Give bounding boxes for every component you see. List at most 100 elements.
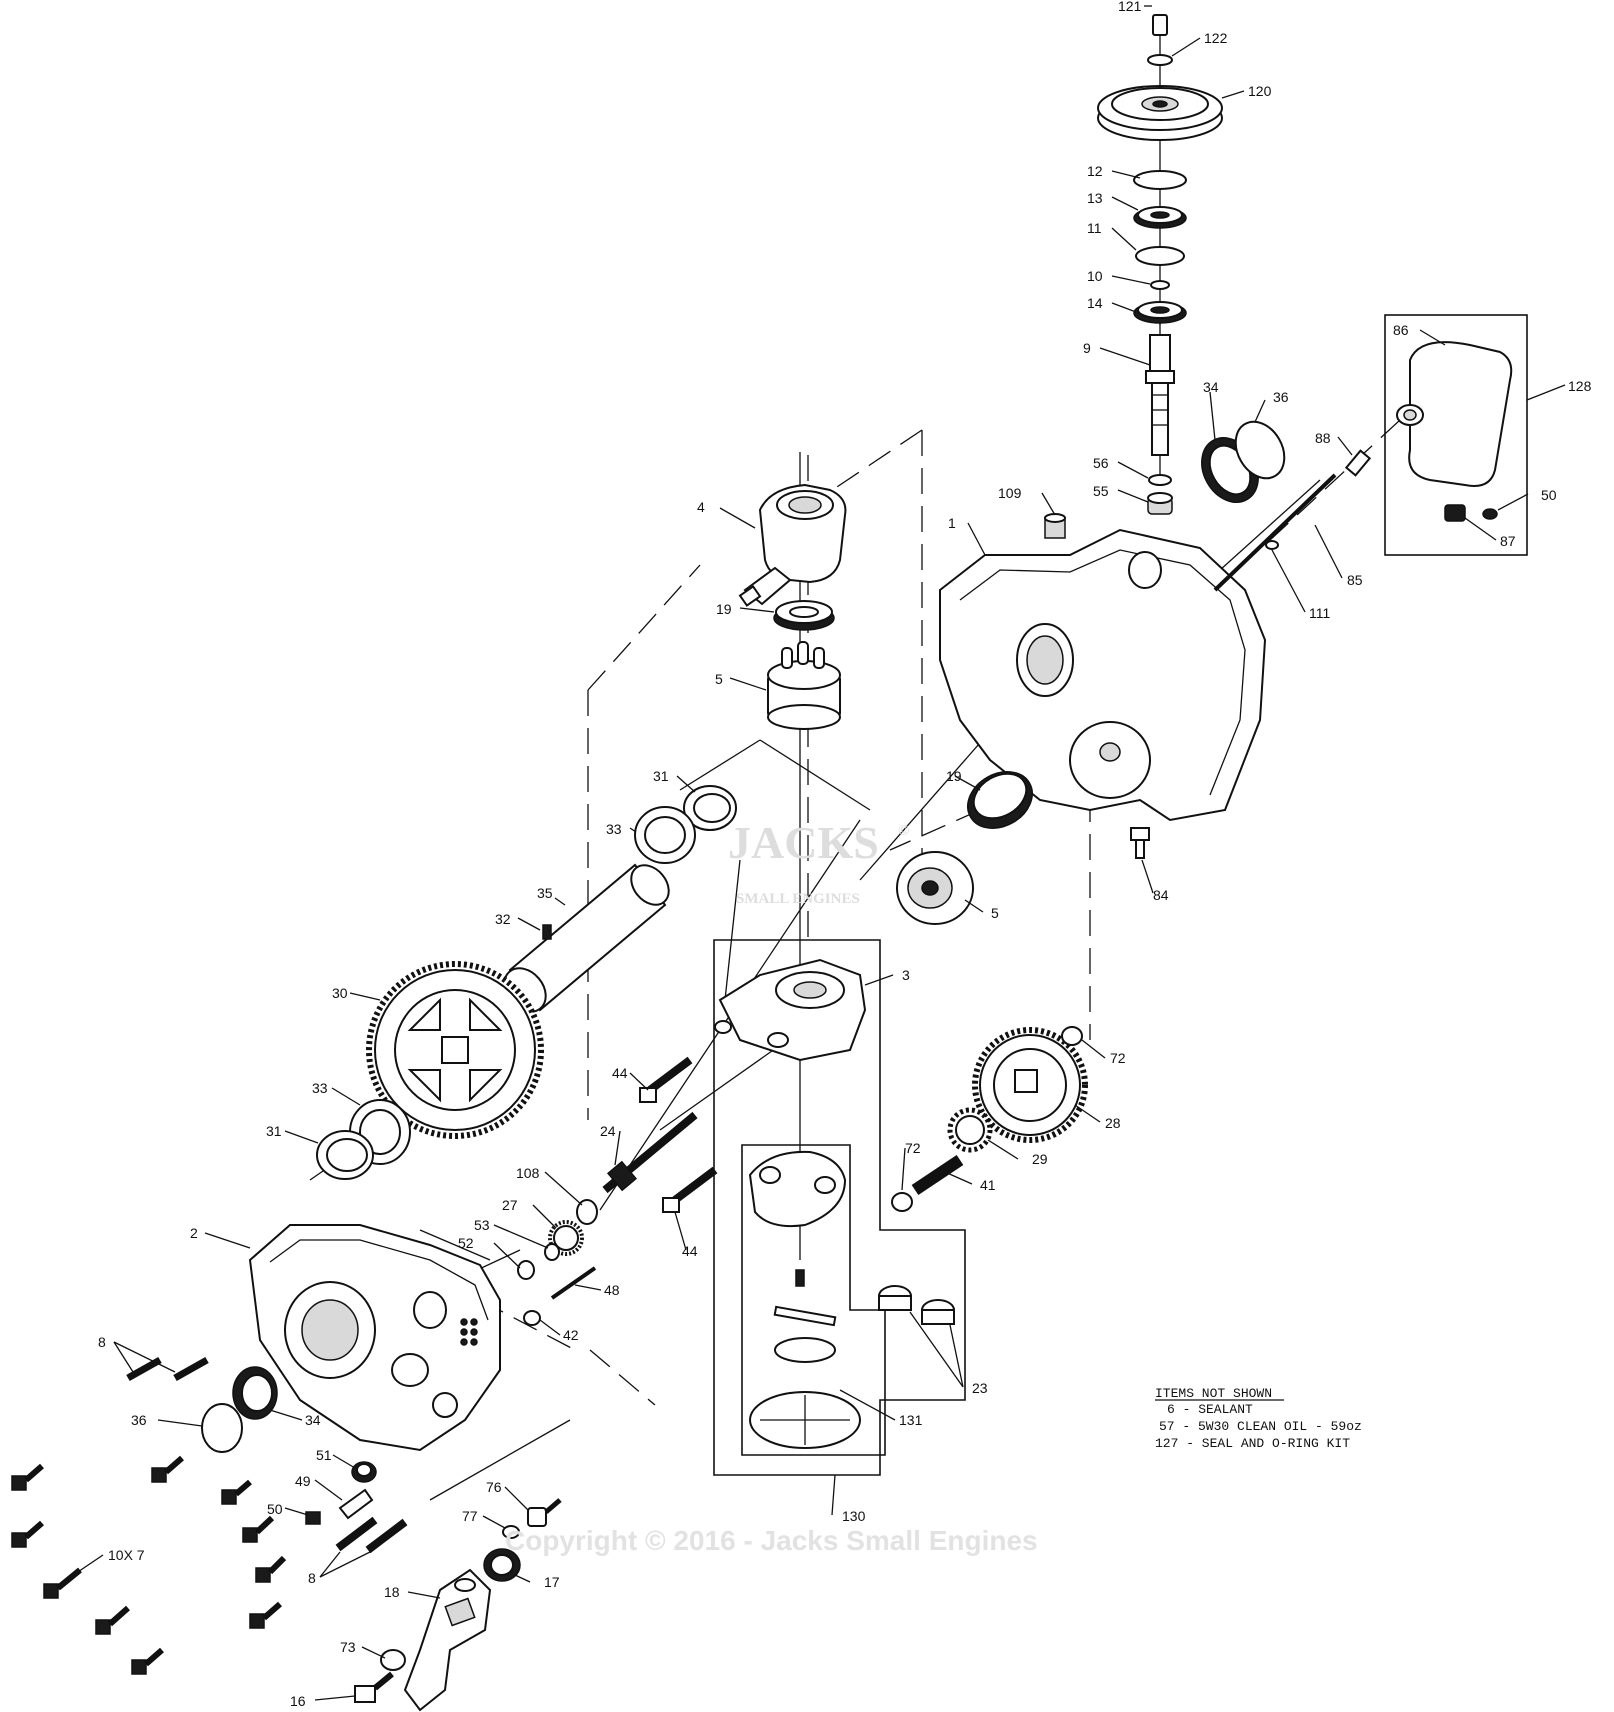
- callout-121: 121: [1118, 0, 1142, 14]
- washer-122: [1147, 54, 1173, 66]
- callout-5-top: 5: [715, 671, 723, 687]
- watermark-logo: JACKS: [728, 817, 879, 868]
- items-not-shown-note: ITEMS NOT SHOWN 6 - SEALANT 57 - 5W30 CL…: [1155, 1386, 1362, 1451]
- housing-1: [939, 528, 1267, 822]
- box-130: [713, 939, 966, 1476]
- callout-19-top: 19: [716, 601, 732, 617]
- bearing-19-lower: [967, 771, 1033, 829]
- spring: [795, 1269, 805, 1287]
- callout-32: 32: [495, 911, 511, 927]
- cylinder-block-5-top: [767, 641, 841, 730]
- callout-73: 73: [340, 1639, 356, 1655]
- callout-42: 42: [563, 1327, 579, 1343]
- callout-10x7: 10X 7: [108, 1547, 145, 1563]
- bolt-44-upper: [639, 1056, 693, 1103]
- seal-34-lower: [232, 1366, 278, 1420]
- gear-27: [548, 1220, 584, 1256]
- washer-108: [576, 1199, 598, 1225]
- washer-42: [523, 1310, 541, 1326]
- callout-77: 77: [462, 1508, 478, 1524]
- callout-72-top: 72: [1110, 1050, 1126, 1066]
- bolt-121: [1152, 14, 1168, 36]
- callout-111: 111: [1309, 605, 1330, 621]
- bearing-13: [1133, 206, 1187, 229]
- callout-44-lower: 44: [682, 1243, 698, 1259]
- slider: [773, 1305, 837, 1327]
- callout-56: 56: [1093, 455, 1109, 471]
- callout-41: 41: [980, 1177, 996, 1193]
- studs-8-left: [126, 1356, 209, 1382]
- washer-50-top: [1482, 508, 1498, 520]
- watermark: JACKS © SMALL ENGINES Copyright © 2016 -…: [505, 817, 1038, 1556]
- washer-52: [517, 1260, 535, 1280]
- washer-72-top: [1061, 1026, 1083, 1046]
- callout-4: 4: [697, 499, 705, 515]
- callout-11: 11: [1087, 220, 1102, 236]
- bearing-14: [1133, 301, 1187, 324]
- note-line-3: 127 - SEAL AND O-RING KIT: [1155, 1436, 1350, 1451]
- callout-14: 14: [1087, 295, 1103, 311]
- pin-48: [550, 1266, 597, 1300]
- callout-30: 30: [332, 985, 348, 1001]
- bolt-16: [354, 1671, 394, 1703]
- callout-1: 1: [948, 515, 956, 531]
- callout-23: 23: [972, 1380, 988, 1396]
- key-32: [542, 924, 552, 940]
- axle-tube-35: [503, 863, 670, 1013]
- callout-86: 86: [1393, 322, 1409, 338]
- callout-72-lower: 72: [905, 1140, 921, 1156]
- callout-5-lower: 5: [991, 905, 999, 921]
- pin-88: [1344, 449, 1372, 477]
- nut-50-lower: [305, 1511, 321, 1525]
- callout-51: 51: [316, 1447, 332, 1463]
- callout-55: 55: [1093, 483, 1109, 499]
- callout-35: 35: [537, 885, 553, 901]
- callout-33-top: 33: [606, 821, 622, 837]
- callout-87: 87: [1500, 533, 1516, 549]
- reservoir-86: [1396, 341, 1513, 487]
- callout-44-upper: 44: [612, 1065, 628, 1081]
- shaft-41: [911, 1155, 964, 1195]
- center-section-3: [714, 958, 867, 1062]
- box-128: [1384, 314, 1528, 556]
- callout-9: 9: [1083, 340, 1091, 356]
- callout-16: 16: [290, 1693, 306, 1709]
- callout-17: 17: [544, 1574, 560, 1590]
- oring-56: [1148, 474, 1172, 486]
- callout-12: 12: [1087, 163, 1103, 179]
- seal-17: [483, 1548, 521, 1582]
- callout-31-top: 31: [653, 768, 669, 784]
- arm-18: [403, 1568, 492, 1712]
- note-line-1: 6 - SEALANT: [1167, 1402, 1253, 1417]
- guide: [774, 1337, 836, 1363]
- callout-36-top: 36: [1273, 389, 1289, 405]
- trunnion-4: [738, 483, 847, 607]
- note-line-2: 57 - 5W30 CLEAN OIL - 59oz: [1159, 1419, 1362, 1434]
- fitting-87: [1444, 504, 1466, 522]
- callout-130: 130: [842, 1508, 866, 1524]
- callout-76: 76: [486, 1479, 502, 1495]
- ring-36-top: [1234, 420, 1286, 480]
- bushing-31-lower: [316, 1130, 374, 1180]
- callout-84: 84: [1153, 887, 1169, 903]
- fitting-76: [527, 1498, 562, 1527]
- callout-8-upper: 8: [98, 1334, 106, 1350]
- note-heading: ITEMS NOT SHOWN: [1155, 1386, 1272, 1401]
- callout-34-lower: 34: [305, 1412, 321, 1428]
- callout-18: 18: [384, 1584, 400, 1600]
- bearing-51: [351, 1461, 377, 1483]
- callout-122: 122: [1204, 30, 1228, 46]
- callout-13: 13: [1087, 190, 1103, 206]
- shaft-9: [1145, 334, 1175, 456]
- callout-labels: 121 122 120 12 13 11 10 14 9 34 36 56 55…: [98, 0, 1592, 1709]
- callout-52: 52: [458, 1235, 474, 1251]
- shaft-24: [602, 1111, 698, 1194]
- callout-49: 49: [295, 1473, 311, 1489]
- callout-3: 3: [902, 967, 910, 983]
- gear-30: [366, 961, 544, 1139]
- callout-10: 10: [1087, 268, 1103, 284]
- ring-10: [1150, 280, 1170, 290]
- pinion-29: [947, 1107, 993, 1153]
- cover-2: [248, 1224, 501, 1452]
